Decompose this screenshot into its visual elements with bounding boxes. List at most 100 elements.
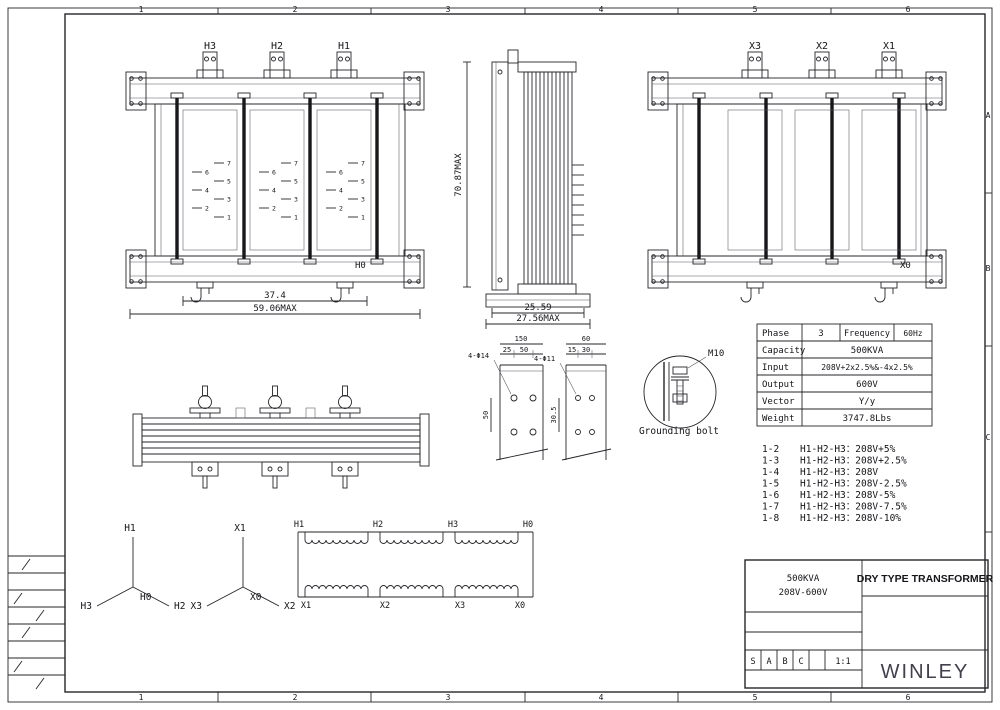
- winding-label-h1: H1: [294, 520, 304, 530]
- winding-label-h0: H0: [523, 520, 533, 530]
- rev-cell-c: C: [798, 657, 803, 667]
- dim-depth-max: 27.56MAX: [516, 314, 560, 324]
- rev-cell-a: A: [766, 657, 771, 667]
- top-bushing-3: [329, 385, 361, 419]
- drawing-title: DRY TYPE TRANSFORMER: [857, 573, 994, 585]
- company-logo: WINLEY: [881, 661, 970, 683]
- spec-input-value: 208V+2x2.5%&-4x2.5%: [821, 363, 913, 372]
- col-3-bottom: 3: [446, 693, 451, 702]
- coil3-taps: 7 5 3 1 6 4 2: [326, 160, 365, 222]
- top-view: [132, 385, 430, 489]
- top-view-laminations: [142, 423, 420, 455]
- top-pad-1: [191, 461, 219, 489]
- grounding-caption: Grounding bolt: [639, 426, 719, 437]
- hole-callout: 4-Φ11: [534, 355, 555, 363]
- cooling-duct-ticks: [572, 164, 584, 236]
- side-dimensions: 25.59 27.56MAX: [485, 303, 591, 329]
- tap-number: 4: [339, 187, 343, 195]
- vector-diagram-lv: X1 X0 X3 X2: [191, 523, 296, 612]
- vector-hv-left: H3: [81, 601, 92, 612]
- terminal-label-h2: H2: [271, 41, 283, 52]
- tap-number: 5: [227, 178, 231, 186]
- dim-total: 150: [515, 335, 528, 343]
- dim-total: 60: [582, 335, 590, 343]
- tap-number: 4: [272, 187, 276, 195]
- spec-frequency-value: 60Hz: [903, 329, 922, 338]
- border-column-numbers-bottom: 1 2 3 4 5 6: [139, 693, 911, 702]
- spec-weight-label: Weight: [762, 414, 795, 424]
- neutral-label-x0: X0: [900, 261, 911, 271]
- coil-lamination-hatch: [527, 72, 569, 284]
- bolt-size-label: M10: [708, 349, 724, 359]
- tap-number: 7: [294, 160, 298, 168]
- dim-b: 50: [520, 346, 528, 354]
- col-3-top: 3: [446, 5, 451, 14]
- tap-number: 2: [339, 205, 343, 213]
- tap-number: 2: [205, 205, 209, 213]
- spec-vector-label: Vector: [762, 397, 795, 407]
- col-1-top: 1: [139, 5, 144, 14]
- vector-lv-top: X1: [234, 523, 246, 534]
- tap-number: 3: [294, 196, 298, 204]
- tap-desc: H1-H2-H3：208V: [800, 467, 878, 478]
- grounding-bolt-detail: M10 Grounding bolt: [639, 349, 724, 437]
- vector-hv-right: H2: [174, 601, 185, 612]
- winding-label-x3: X3: [455, 601, 465, 611]
- sheet-border: [7, 7, 993, 703]
- tap-number: 5: [361, 178, 365, 186]
- tap-number: 3: [227, 196, 231, 204]
- tap-desc: H1-H2-H3：208V+5%: [800, 444, 896, 455]
- tap-voltage-list: 1-2 H1-H2-H3：208V+5% 1-3 H1-H2-H3：208V+2…: [762, 444, 907, 524]
- winding-label-h2: H2: [373, 520, 383, 530]
- dim-a: 25: [503, 346, 511, 354]
- col-6-bottom: 6: [906, 693, 911, 702]
- lv-bushing-x1: [875, 51, 903, 79]
- spec-table: Phase 3 Frequency 60Hz Capacity 500KVA I…: [756, 323, 933, 427]
- coil1-taps: 7 5 3 1 6 4 2: [192, 160, 231, 222]
- spec-vector-value: Y/y: [859, 397, 876, 407]
- winding-label-x2: X2: [380, 601, 390, 611]
- tap-number: 1: [227, 214, 231, 222]
- coil2-taps: 7 5 3 1 6 4 2: [259, 160, 298, 222]
- col-2-top: 2: [293, 5, 298, 14]
- tap-desc: H1-H2-H3：208V-5%: [800, 490, 896, 501]
- tap-code: 1-6: [762, 490, 779, 501]
- spec-capacity-label: Capacity: [762, 346, 806, 356]
- tap-desc: H1-H2-H3：208V-7.5%: [800, 502, 907, 513]
- dim-b: 30: [582, 346, 590, 354]
- terminal-label-h1: H1: [338, 41, 350, 52]
- vector-lv-left: X3: [191, 601, 202, 612]
- winding-label-x1: X1: [301, 601, 311, 611]
- row-b-label: B: [986, 264, 991, 273]
- dim-v: 30.5: [550, 407, 558, 424]
- winding-label-x0: X0: [515, 601, 525, 611]
- col-6-top: 6: [906, 5, 911, 14]
- tap-code: 1-2: [762, 444, 779, 455]
- dim-a: 15: [568, 346, 576, 354]
- vector-diagram-hv: H1 H0 H3 H2: [81, 523, 186, 612]
- lv-bushing-x3: [741, 51, 769, 79]
- col-5-top: 5: [753, 5, 758, 14]
- col-2-bottom: 2: [293, 693, 298, 702]
- row-a-label: A: [986, 111, 991, 120]
- hole-detail-lv: 60 15 30 30.5 4-Φ11: [534, 335, 612, 461]
- hole-detail-hv: 150 25 50 50 4-Φ14: [468, 335, 549, 461]
- tap-number: 6: [272, 169, 276, 177]
- vector-lv-right: X2: [284, 601, 295, 612]
- tap-code: 1-8: [762, 513, 779, 524]
- row-c-label: C: [986, 433, 991, 442]
- terminal-label-x2: X2: [816, 41, 828, 52]
- spec-capacity-value: 500KVA: [851, 346, 884, 356]
- front-view: H3 H2 H1 7 5 3 1 6 4 2 7 5 3 1 6 4 2: [125, 41, 425, 319]
- spec-frequency-label: Frequency: [844, 329, 890, 339]
- rev-cell-b: B: [782, 657, 787, 667]
- spec-phase-label: Phase: [762, 329, 789, 339]
- rear-view: X3 X2 X1 X0: [647, 41, 947, 303]
- title-voltage: 208V-600V: [779, 588, 828, 598]
- tap-number: 1: [361, 214, 365, 222]
- title-block: 500KVA 208V-600V DRY TYPE TRANSFORMER S …: [744, 559, 994, 689]
- vector-lv-center: X0: [250, 592, 262, 603]
- terminal-label-x1: X1: [883, 41, 895, 52]
- tap-desc: H1-H2-H3：208V-10%: [800, 513, 901, 524]
- title-rating: 500KVA: [787, 574, 820, 584]
